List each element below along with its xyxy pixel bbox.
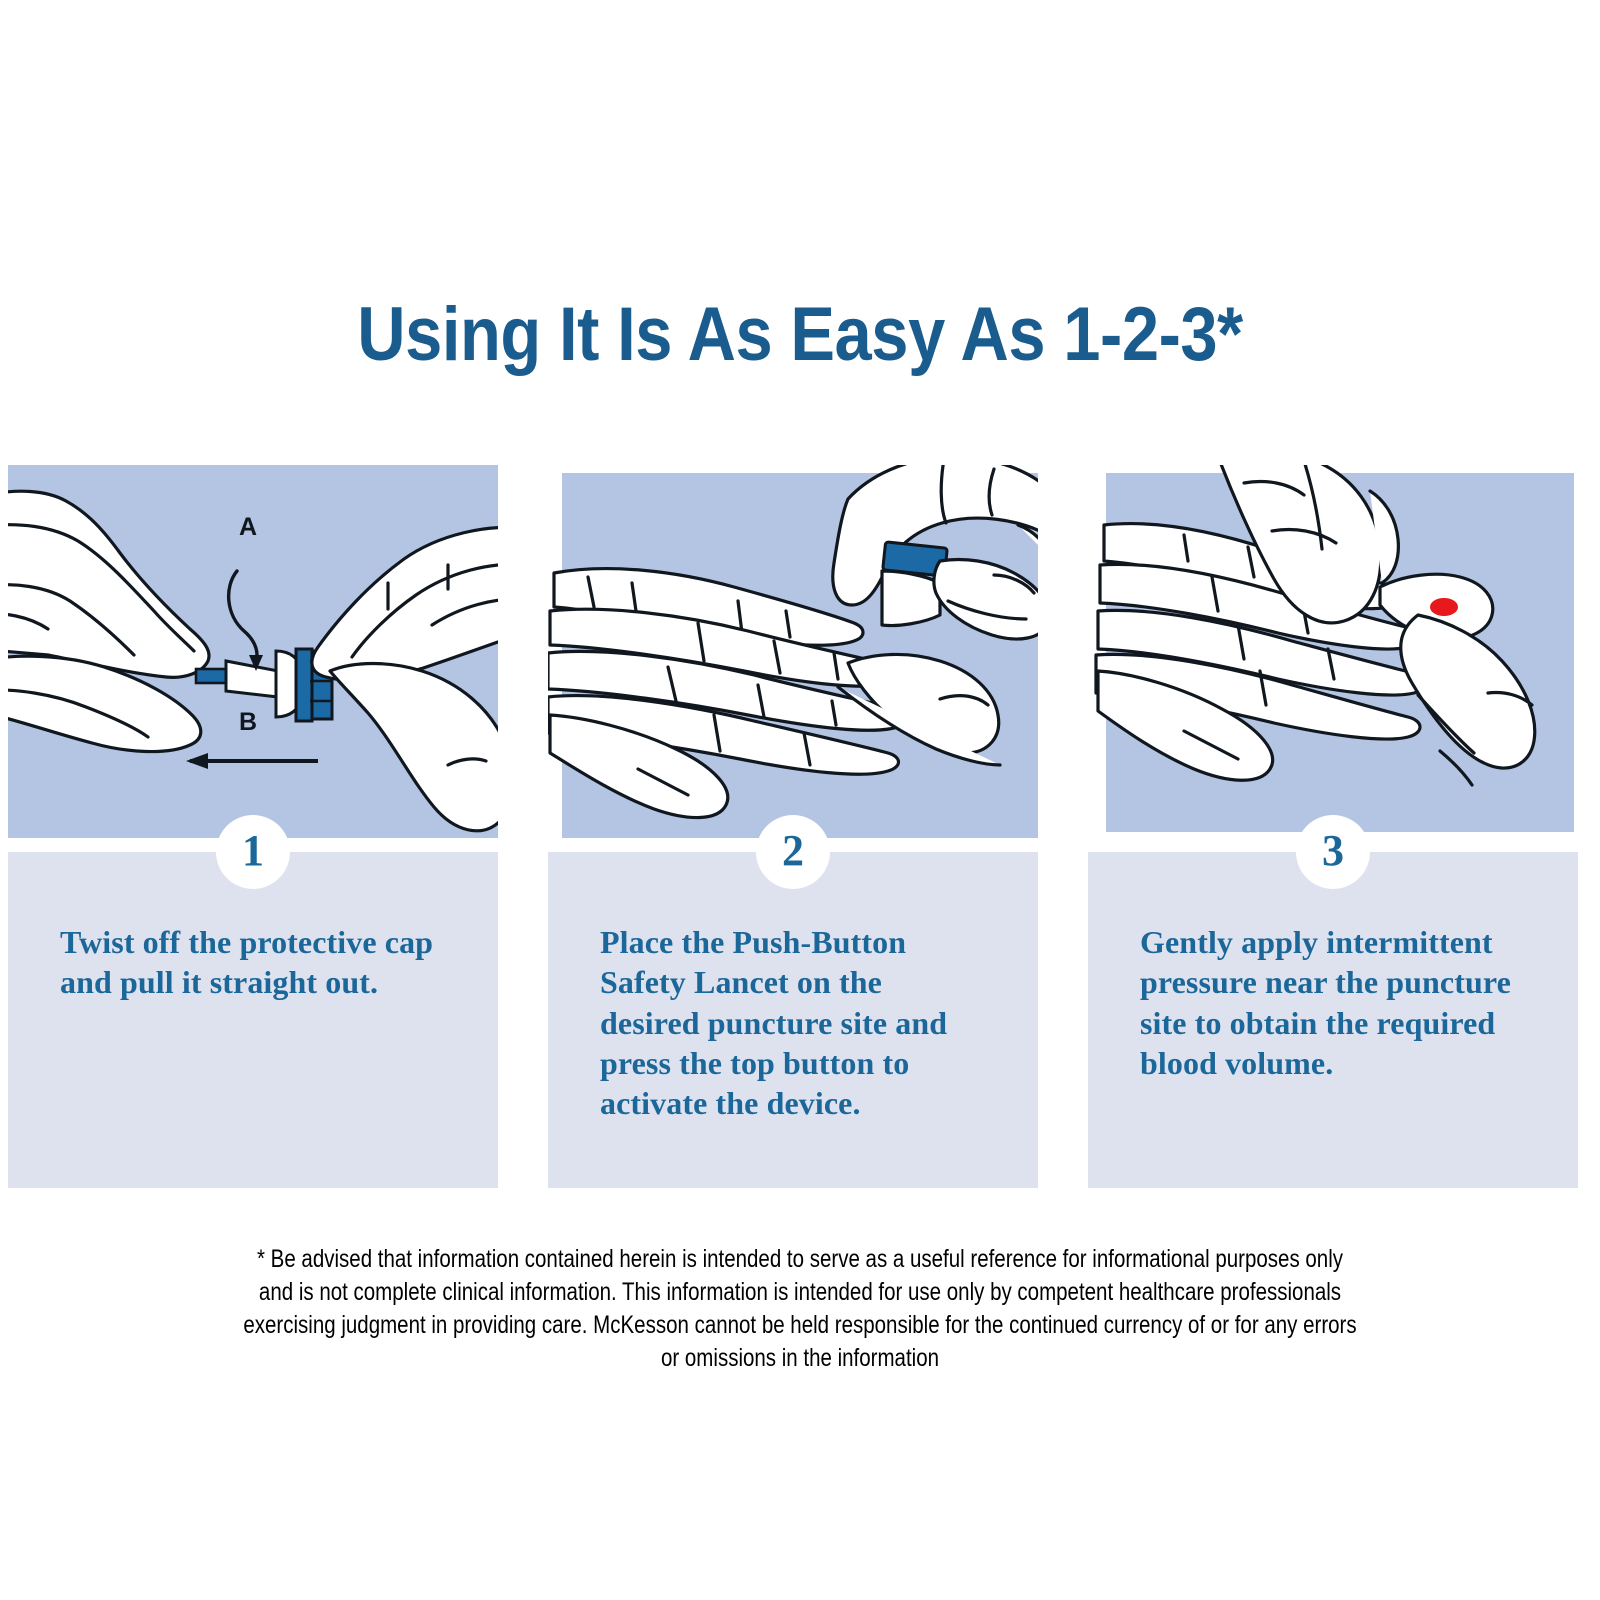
step-1-label-a: A (239, 513, 257, 541)
step-1-artwork: A B (8, 489, 498, 833)
step-3-artwork (1094, 465, 1537, 787)
step-2-number-badge: 2 (756, 815, 830, 889)
step-panel-1: A B 1 Twist off the protective cap and p… (8, 465, 498, 1188)
step-3-illustration (1088, 465, 1578, 838)
blood-drop-icon (1430, 598, 1458, 616)
step-2-instruction: Place the Push-Button Safety Lancet on t… (600, 924, 948, 1122)
step-3-text-panel: Gently apply intermittent pressure near … (1088, 852, 1578, 1188)
step-2-artwork (548, 465, 1038, 820)
step-2-illustration (548, 465, 1038, 838)
step-1-illustration: A B (8, 465, 498, 838)
step-3-number: 3 (1322, 826, 1344, 875)
step-1-label-b: B (239, 708, 257, 736)
step-2-number: 2 (782, 826, 804, 875)
step-panel-3: 3 Gently apply intermittent pressure nea… (1088, 465, 1578, 1188)
step-3-number-badge: 3 (1296, 815, 1370, 889)
step-1-text-panel: Twist off the protective cap and pull it… (8, 852, 498, 1188)
step-1-number-badge: 1 (216, 815, 290, 889)
steps-container: A B 1 Twist off the protective cap and p… (8, 465, 1592, 1188)
page-title: Using It Is As Easy As 1-2-3* (357, 292, 1243, 377)
step-panel-2: 2 Place the Push-Button Safety Lancet on… (548, 465, 1038, 1188)
step-3-instruction: Gently apply intermittent pressure near … (1140, 924, 1511, 1081)
step-1-number: 1 (242, 826, 264, 875)
step-2-text-panel: Place the Push-Button Safety Lancet on t… (548, 852, 1038, 1188)
footnote-disclaimer: * Be advised that information contained … (243, 1245, 1357, 1372)
step-1-instruction: Twist off the protective cap and pull it… (60, 924, 434, 1001)
